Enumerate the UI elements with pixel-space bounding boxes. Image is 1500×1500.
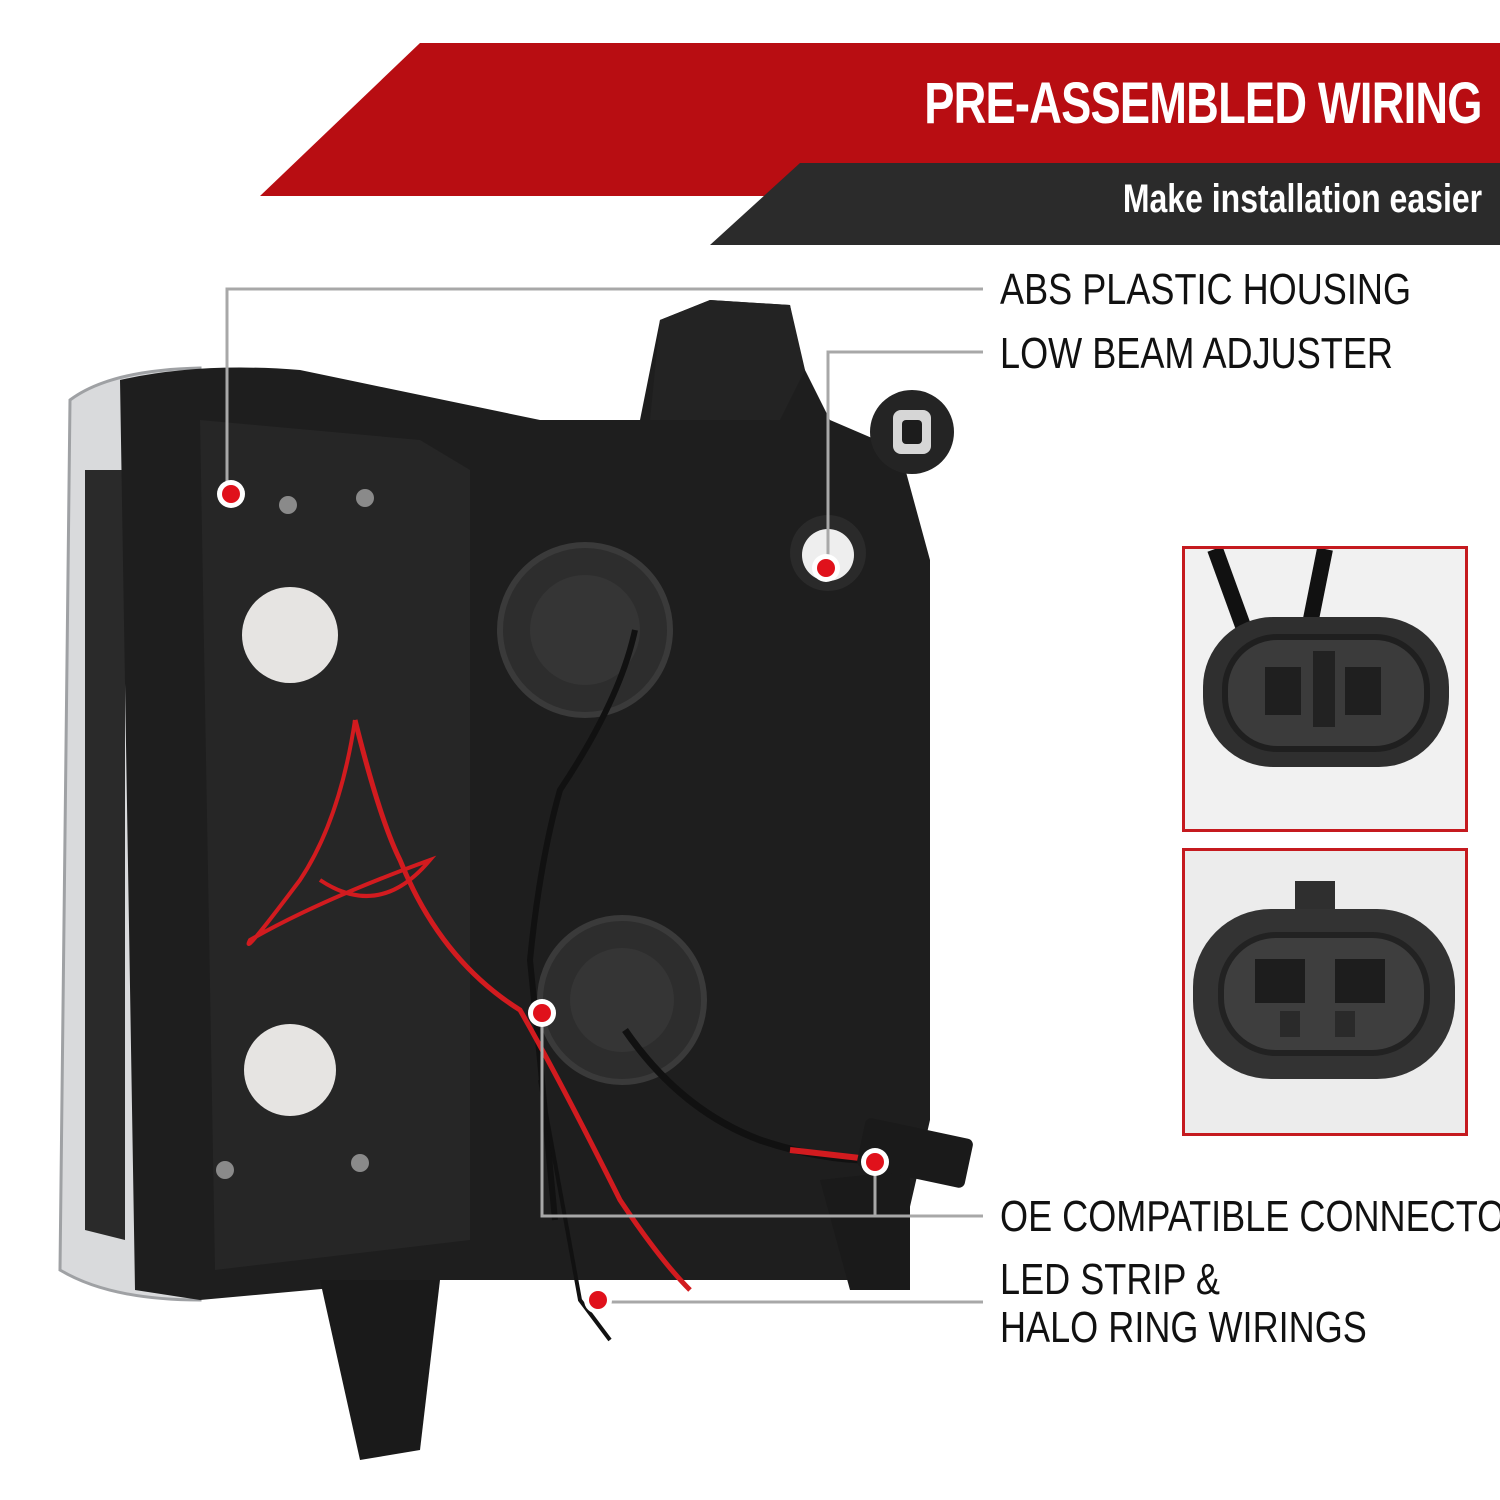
markers (217, 480, 889, 1314)
connector-male-image (1185, 851, 1465, 1133)
connector-female-image (1185, 549, 1465, 829)
callout-wirings: LED STRIP & HALO RING WIRINGS (1000, 1256, 1367, 1352)
leader-connectors (540, 1013, 983, 1218)
connector-inset-top (1182, 546, 1468, 832)
callout-leaders (225, 287, 983, 1304)
banner-title: PRE-ASSEMBLED WIRING (924, 71, 1483, 136)
banner-subtitle: Make installation easier (1122, 177, 1482, 221)
callout-wirings-line1: LED STRIP & (1000, 1255, 1220, 1304)
callout-housing: ABS PLASTIC HOUSING (1000, 265, 1412, 314)
red-banner (260, 43, 1500, 196)
dark-banner (710, 163, 1500, 245)
callout-adjuster: LOW BEAM ADJUSTER (1000, 329, 1393, 378)
leader-adjuster (826, 350, 983, 560)
connector-inset-bottom (1182, 848, 1468, 1136)
leader-housing (225, 287, 983, 483)
callout-wirings-line2: HALO RING WIRINGS (1000, 1303, 1367, 1352)
headlight-housing-image (58, 300, 973, 1460)
callout-connectors: OE COMPATIBLE CONNECTORS (1000, 1192, 1500, 1241)
